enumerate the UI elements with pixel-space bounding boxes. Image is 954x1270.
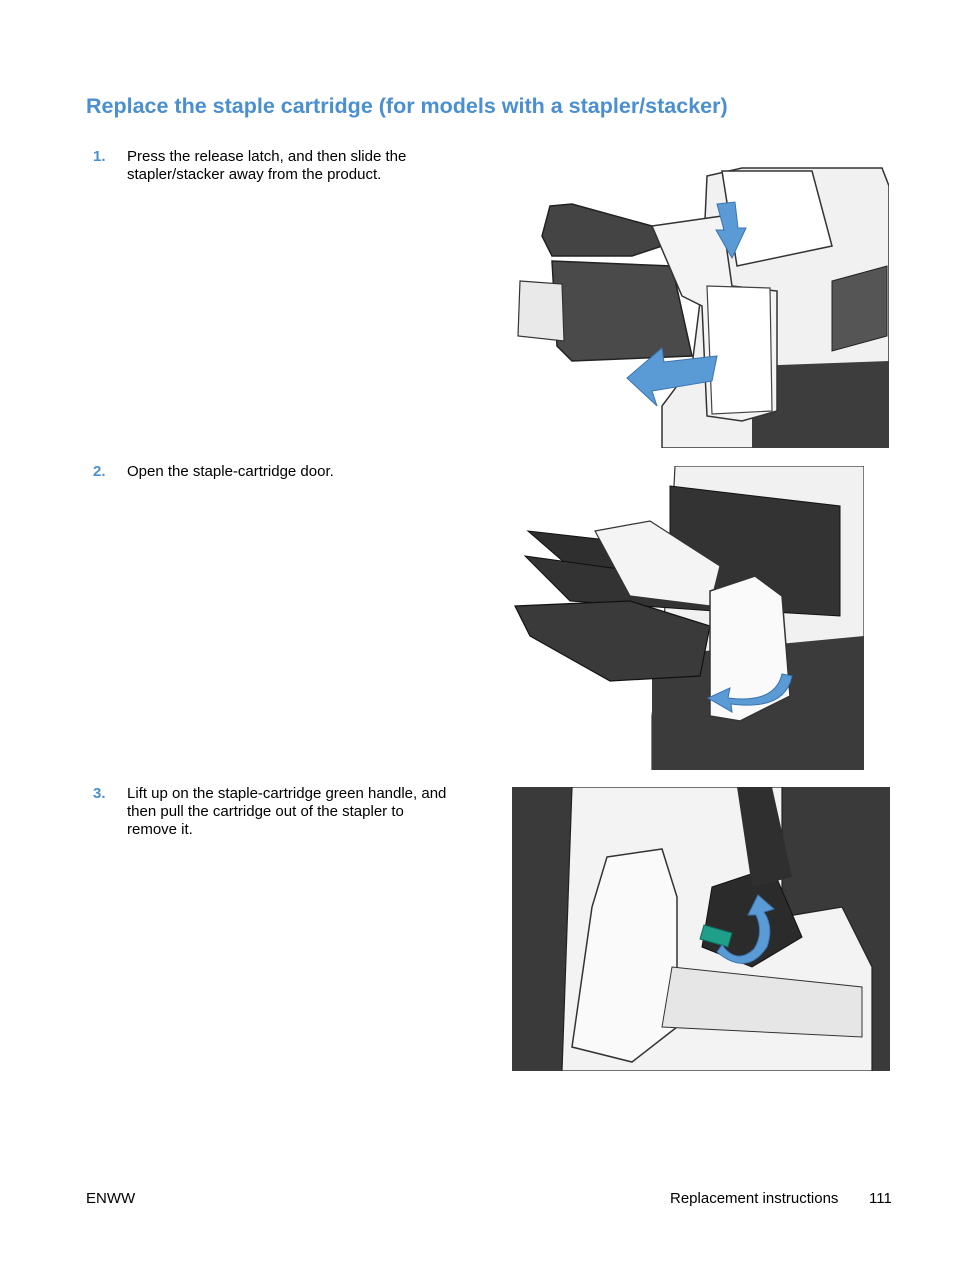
- page-title: Replace the staple cartridge (for models…: [86, 94, 728, 118]
- step-text: Open the staple-cartridge door.: [127, 463, 334, 480]
- footer-left: ENWW: [86, 1190, 136, 1207]
- staple-cartridge-removal-illustration: [512, 787, 890, 1071]
- step-number: 2.: [93, 463, 106, 480]
- step-number: 1.: [93, 148, 106, 165]
- footer-section: Replacement instructions: [670, 1190, 839, 1207]
- page-number: 111: [869, 1190, 892, 1207]
- step-text: Press the release latch, and then slide …: [127, 148, 407, 183]
- staple-cartridge-door-open-illustration: [514, 466, 864, 770]
- step-text: Lift up on the staple-cartridge green ha…: [127, 785, 447, 838]
- stapler-stacker-slide-away-illustration: [517, 167, 889, 448]
- step-number: 3.: [93, 785, 106, 802]
